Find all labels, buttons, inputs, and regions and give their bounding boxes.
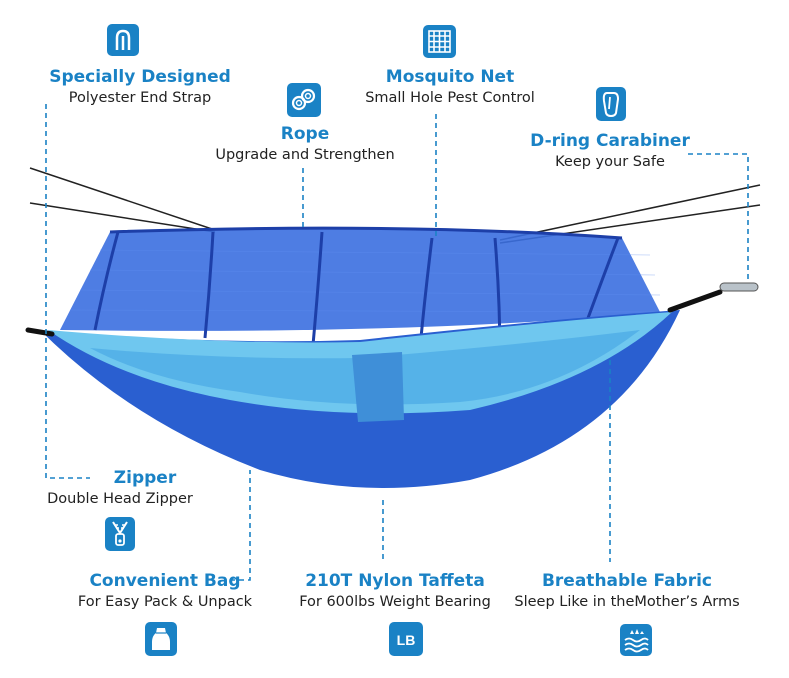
feature-title: D-ring Carabiner	[530, 131, 690, 151]
rope-coil-icon	[287, 83, 321, 121]
feature-subtitle: Keep your Safe	[555, 154, 665, 170]
carabiner-hardware	[719, 282, 759, 292]
feature-zipper: Zipper Double Head Zipper	[30, 467, 210, 509]
stuff-bag-icon	[145, 622, 177, 660]
feature-nylon-taffeta: 210T Nylon Taffeta For 600lbs Weight Bea…	[290, 570, 500, 612]
water-waves-icon	[620, 624, 652, 660]
feature-subtitle: Sleep Like in theMother’s Arms	[514, 594, 740, 610]
net-grid-icon	[423, 25, 456, 62]
feature-title: Mosquito Net	[385, 67, 515, 87]
net-mesh	[69, 249, 663, 313]
carabiner-icon	[596, 87, 626, 125]
feature-convenient-bag: Convenient Bag For Easy Pack & Unpack	[60, 570, 270, 612]
feature-rope: Rope Upgrade and Strengthen	[200, 123, 410, 165]
feature-subtitle: For Easy Pack & Unpack	[77, 594, 253, 610]
leader-lines	[45, 104, 749, 581]
feature-specially-designed: Specially Designed Polyester End Strap	[40, 66, 240, 108]
weight-lb-icon: LB	[389, 622, 423, 660]
zipper-icon	[105, 517, 135, 555]
feature-title: Zipper	[113, 468, 177, 488]
feature-subtitle: Double Head Zipper	[47, 491, 193, 507]
feature-title: 210T Nylon Taffeta	[305, 571, 485, 591]
feature-breathable-fabric: Breathable Fabric Sleep Like in theMothe…	[512, 570, 742, 612]
mosquito-net	[60, 228, 660, 331]
feature-title: Breathable Fabric	[541, 571, 713, 591]
feature-subtitle: For 600lbs Weight Bearing	[299, 594, 491, 610]
feature-title: Convenient Bag	[89, 571, 241, 591]
feature-subtitle: Upgrade and Strengthen	[215, 147, 395, 163]
feature-title: Specially Designed	[49, 67, 231, 87]
feature-subtitle: Small Hole Pest Control	[365, 90, 535, 106]
end-straps	[25, 289, 723, 337]
feature-subtitle: Polyester End Strap	[68, 90, 212, 106]
feature-mosquito-net: Mosquito Net Small Hole Pest Control	[350, 66, 550, 108]
weight-lb-icon-text: LB	[397, 632, 416, 648]
end-strap-icon	[107, 24, 139, 60]
storage-pocket	[352, 352, 404, 422]
feature-d-ring-carabiner: D-ring Carabiner Keep your Safe	[520, 130, 700, 172]
feature-title: Rope	[280, 124, 330, 144]
